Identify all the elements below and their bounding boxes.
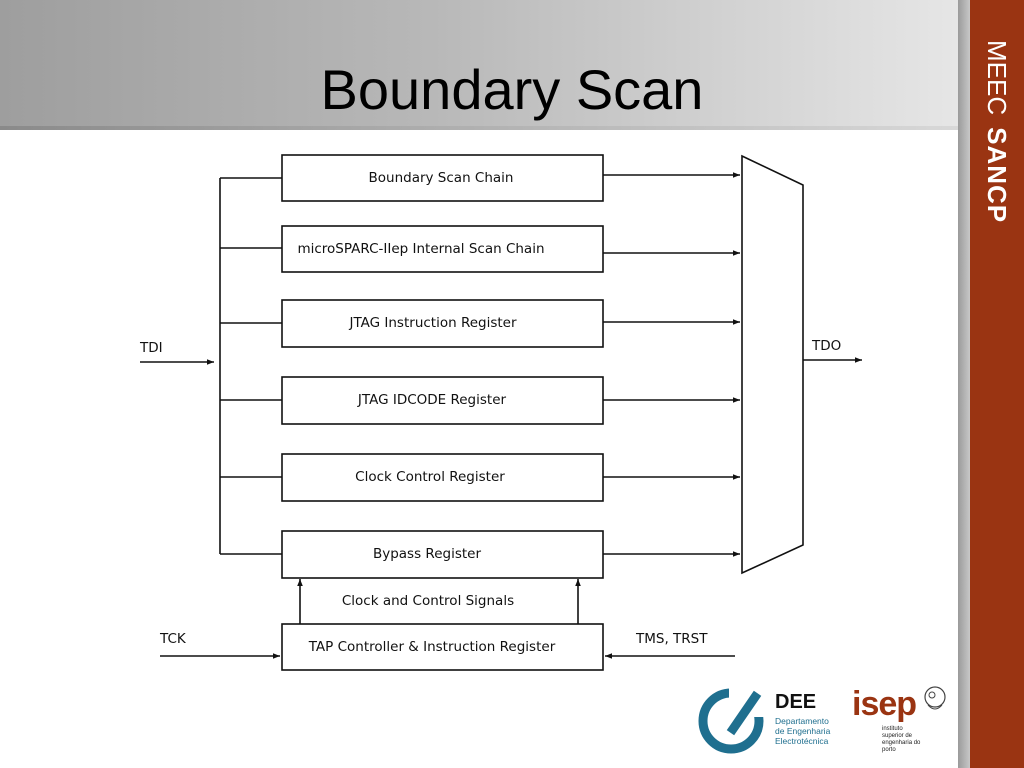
dee-logo-icon	[698, 687, 769, 754]
isep-logo: isep instituto superior de engenharia do…	[850, 683, 950, 758]
isep-line-3: engenharia do	[882, 740, 921, 746]
tdo-label: TDO	[811, 338, 841, 354]
tdi-label: TDI	[139, 340, 163, 356]
side-band	[970, 0, 1024, 768]
slide-title: Boundary Scan	[320, 58, 704, 121]
control-signals-label: Clock and Control Signals	[342, 593, 514, 609]
tms-trst-label: TMS, TRST	[635, 631, 708, 647]
register-label-2: microSPARC-IIep Internal Scan Chain	[297, 241, 544, 257]
isep-line-2: superior de	[882, 733, 913, 739]
isep-emblem-icon	[924, 686, 946, 710]
dee-line-3: Electrotécnica	[775, 736, 829, 746]
jtag-diagram: Boundary Scan Chain microSPARC-IIep Inte…	[139, 154, 862, 671]
tap-controller-label: TAP Controller & Instruction Register	[308, 639, 556, 655]
register-box-2	[281, 225, 604, 273]
dee-line-2: de Engenharia	[775, 726, 831, 736]
side-band-text: MEEC SANCP	[982, 40, 1012, 224]
side-gray-strip	[958, 0, 970, 768]
dee-logo-subtitle: Departamento de Engenharia Electrotécnic…	[775, 716, 845, 746]
isep-logo-name: isep	[852, 685, 917, 723]
isep-logo-subtitle: instituto superior de engenharia do port…	[882, 726, 942, 754]
register-label-1: Boundary Scan Chain	[369, 170, 514, 186]
tap-controller-box	[281, 623, 604, 671]
isep-line-1: instituto	[882, 726, 903, 732]
dee-logo: DEE Departamento de Engenharia Electroté…	[695, 683, 845, 758]
register-label-3: JTAG Instruction Register	[348, 315, 517, 331]
register-label-4: JTAG IDCODE Register	[357, 392, 507, 408]
dee-logo-name: DEE	[775, 691, 817, 713]
register-box-1	[281, 154, 604, 202]
output-multiplexer	[741, 154, 804, 575]
register-box-3	[281, 299, 604, 348]
register-label-6: Bypass Register	[373, 546, 481, 562]
register-label-5: Clock Control Register	[355, 469, 505, 485]
tck-label: TCK	[159, 631, 187, 647]
dee-line-1: Departamento	[775, 716, 829, 726]
isep-line-4: porto	[882, 747, 896, 753]
side-word-sancp: SANCP	[982, 127, 1012, 224]
title-bar	[0, 0, 958, 130]
side-word-meec: MEEC	[982, 40, 1012, 116]
